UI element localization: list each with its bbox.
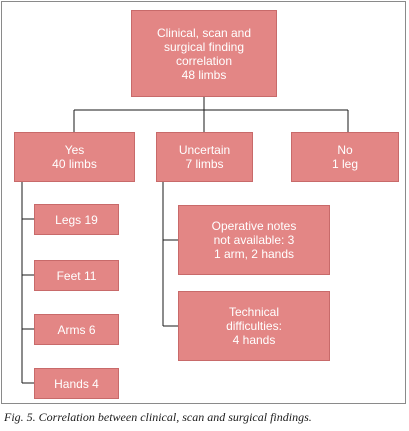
- figure-caption: Fig. 5. Correlation between clinical, sc…: [4, 410, 312, 424]
- no-box: No 1 leg: [291, 132, 399, 182]
- arms-box: Arms 6: [34, 314, 119, 345]
- root-box: Clinical, scan and surgical finding corr…: [131, 10, 277, 97]
- legs-box: Legs 19: [34, 204, 119, 235]
- operative-notes-box: Operative notes not available: 3 1 arm, …: [178, 205, 330, 275]
- technical-difficulties-box: Technical difficulties: 4 hands: [178, 291, 330, 361]
- yes-box: Yes 40 limbs: [14, 132, 135, 182]
- hands-box: Hands 4: [34, 368, 119, 399]
- uncertain-box: Uncertain 7 limbs: [156, 132, 253, 182]
- feet-box: Feet 11: [34, 260, 119, 291]
